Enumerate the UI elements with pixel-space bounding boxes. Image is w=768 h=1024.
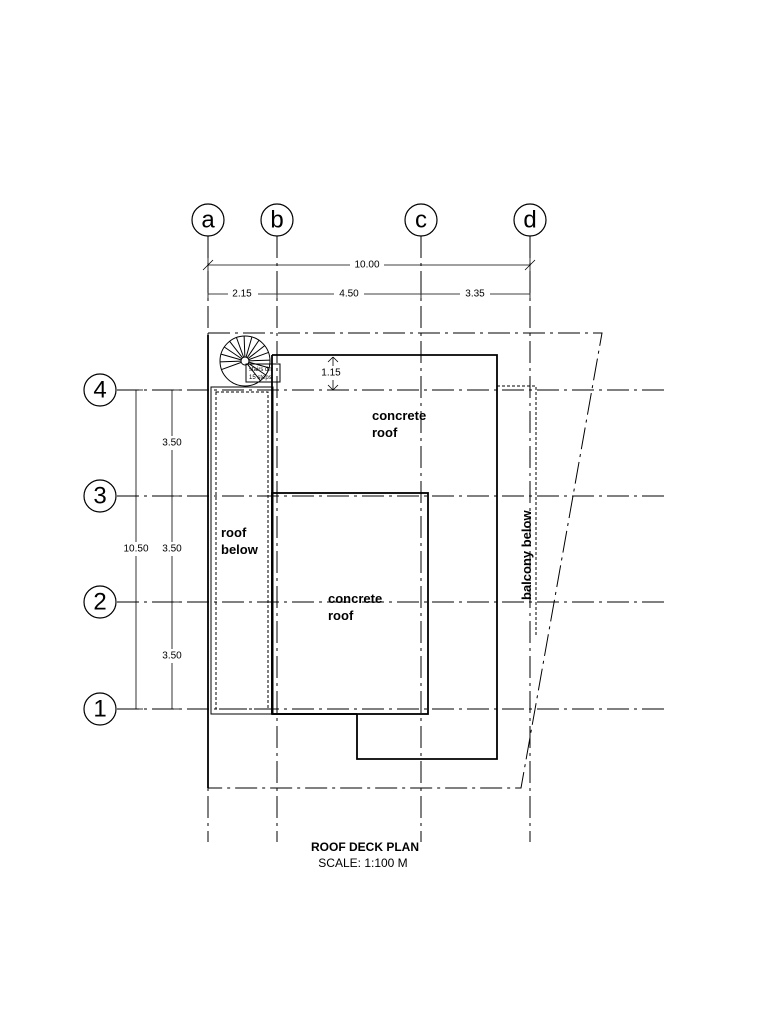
grid-bubble-b: b [260,203,294,237]
balcony-below-outline [497,385,537,636]
stair-tread [220,353,242,361]
lower-concrete-roof-label-2: roof [328,608,354,623]
stairs-dn-label: stairs dn [249,367,272,373]
stair-tread [221,361,242,371]
grid-label-c: c [415,207,427,234]
grid-bubble-a: a [191,203,225,237]
grid-bubble-c: c [404,203,438,237]
dimension-text-stair-offset: 1.15 [321,368,341,379]
drawing-title: ROOF DECK PLAN [311,840,419,854]
stair-tread [248,362,267,376]
upper-concrete-roof-outline [272,354,498,760]
stair-tread [235,337,245,358]
roof-below-label-2: below [221,542,259,557]
grid-bubble-1: 1 [83,692,117,726]
grid-bubble-4: 4 [83,373,117,407]
stair-tread [247,363,261,382]
dimension-text-bay-bc: 4.50 [339,289,359,300]
dimension-text-bay-43: 3.50 [162,438,182,449]
roof-below-area [210,386,274,715]
dimension-text-bay-21: 3.50 [162,651,182,662]
dimension-bays-vertical: 3.50 3.50 3.50 [158,389,186,710]
stair-tread [246,339,260,358]
drawing-scale: SCALE: 1:100 M [318,856,407,870]
upper-concrete-roof-label-1: concrete [372,408,426,423]
dimension-text-overall-depth: 10.50 [123,544,148,555]
dimension-overall-width: 10.00 [202,258,536,272]
site-boundary [208,332,603,789]
stair-tread [223,346,242,360]
grid-label-3: 3 [93,483,106,510]
upper-concrete-roof-label-2: roof [372,425,398,440]
stair-tread [245,336,253,358]
dimension-text-overall-width: 10.00 [354,260,379,271]
grid-bubble-2: 2 [83,585,117,619]
stair-tread [247,345,266,359]
roof-below-label-1: roof [221,525,247,540]
stair-tread [219,360,242,363]
grid-label-b: b [270,207,283,234]
grid-label-a: a [201,207,215,234]
grid-label-4: 4 [93,377,106,404]
spiral-stair-icon: stairs dn 15 steps [219,335,281,387]
grid-label-1: 1 [93,696,106,723]
dimension-text-bay-cd: 3.35 [465,289,485,300]
balcony-below-label: balcony below [519,510,534,600]
stairs-steps-label: 15 steps [249,375,272,381]
stair-tread [248,351,269,361]
grid-label-2: 2 [93,589,106,616]
stair-tread [229,340,243,359]
dimension-text-bay-ab: 2.15 [232,289,252,300]
stair-tread [243,335,246,358]
dimension-bays-horizontal: 2.15 4.50 3.35 [207,287,531,301]
grid-bubble-3: 3 [83,479,117,513]
dimension-stair-offset: 1.15 [318,356,344,391]
grid-label-d: d [523,207,536,234]
stair-tread [248,361,270,369]
grid-bubble-d: d [513,203,547,237]
dimension-text-bay-32: 3.50 [162,544,182,555]
dimension-overall-depth: 10.50 [119,389,153,710]
lower-concrete-roof-label-1: concrete [328,591,382,606]
stair-tread [248,359,271,362]
